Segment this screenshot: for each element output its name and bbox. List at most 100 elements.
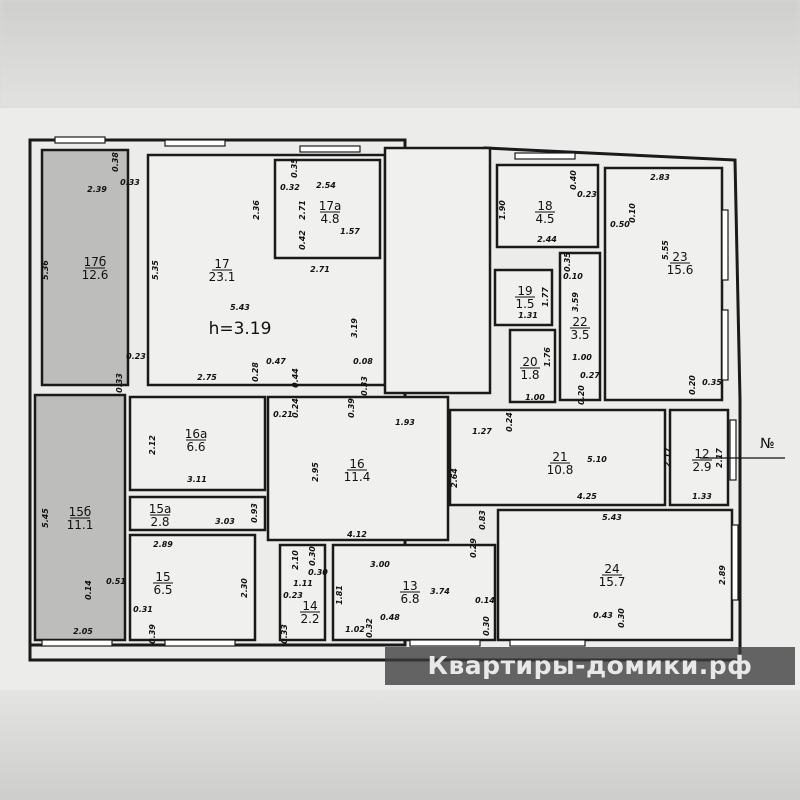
dimension-label: 0.23 <box>577 190 597 199</box>
dimension-label: 5.55 <box>661 240 670 260</box>
dimension-label: 0.10 <box>628 203 637 223</box>
room-16a <box>128 395 267 492</box>
room-17a <box>273 158 382 260</box>
dimension-label: 0.20 <box>688 375 697 395</box>
room-number: 21 <box>552 450 567 464</box>
dimension-label: 2.44 <box>537 235 557 244</box>
room-label: 191.5 <box>515 284 535 311</box>
room-number: 22 <box>572 315 587 329</box>
dimension-label: 3.19 <box>350 318 359 338</box>
room-18 <box>495 163 600 249</box>
dimension-label: 2.71 <box>310 265 330 274</box>
dimension-label: 1.93 <box>395 418 415 427</box>
dimension-label: 1.00 <box>525 393 545 402</box>
dimension-label: 0.23 <box>283 591 303 600</box>
room-number: 13 <box>402 579 417 593</box>
room-area: 1.5 <box>515 297 534 311</box>
room-area: 2.8 <box>150 515 169 529</box>
room-area: 6.6 <box>186 440 205 454</box>
room-area: 1.8 <box>520 368 539 382</box>
blurred-background-bottom <box>0 690 800 800</box>
room-area: 11.4 <box>344 470 371 484</box>
dimension-label: 0.35 <box>563 252 572 272</box>
room-15a <box>128 495 267 532</box>
room-label: 223.5 <box>570 315 590 342</box>
room-area: 4.5 <box>535 212 554 226</box>
dimension-label: 5.45 <box>41 508 50 528</box>
dimension-label: 0.33 <box>360 376 369 396</box>
dimension-label: 0.33 <box>115 373 124 393</box>
room-number: 16 <box>349 457 364 471</box>
dimension-label: 0.47 <box>266 357 286 366</box>
dimension-label: 4.25 <box>576 492 597 501</box>
window <box>41 639 113 647</box>
corridor-upper <box>383 146 492 395</box>
dimension-label: 0.14 <box>475 596 495 605</box>
dimension-label: 2.17 <box>663 447 672 467</box>
dimension-label: 0.93 <box>250 503 259 523</box>
dimension-label: 0.24 <box>505 412 514 432</box>
room-number: 16а <box>185 427 208 441</box>
room-14 <box>278 543 327 642</box>
room-20 <box>508 328 557 404</box>
room-number: 18 <box>537 199 552 213</box>
dimension-label: 2.64 <box>450 468 459 488</box>
dimension-label: 3.03 <box>215 517 235 526</box>
dimension-label: 2.12 <box>148 435 157 455</box>
dimension-label: 0.23 <box>126 352 146 361</box>
room-number: 17а <box>319 199 342 213</box>
room-label: 136.8 <box>400 579 420 606</box>
room-area: 6.8 <box>400 592 419 606</box>
dimension-label: 0.33 <box>280 624 289 644</box>
window <box>164 139 226 147</box>
dimension-label: 0.30 <box>308 546 317 566</box>
room-area: 12.6 <box>82 268 109 282</box>
room-area: 2.2 <box>300 612 319 626</box>
dimension-label: 0.83 <box>478 510 487 530</box>
window <box>299 145 361 153</box>
room-number: 15 <box>155 570 170 584</box>
room-area: 10.8 <box>547 463 574 477</box>
room-15 <box>128 533 257 642</box>
room-number: 15б <box>69 505 92 519</box>
window <box>721 309 729 381</box>
window <box>164 639 236 647</box>
room-number: 23 <box>672 250 687 264</box>
dimension-label: 2.54 <box>316 181 336 190</box>
blurred-background-top <box>0 0 800 108</box>
dimension-label: 0.30 <box>482 616 491 636</box>
room-area: 4.8 <box>320 212 339 226</box>
dimension-label: 0.24 <box>291 398 300 418</box>
dimension-label: 0.32 <box>365 618 374 638</box>
dimension-label: 5.10 <box>587 455 607 464</box>
dimension-label: 0.08 <box>353 357 373 366</box>
dimension-label: 1.90 <box>498 200 507 220</box>
room-label: 184.5 <box>535 199 555 226</box>
dimension-label: 2.83 <box>650 173 670 182</box>
dimension-label: 1.00 <box>572 353 592 362</box>
dimension-label: 2.71 <box>298 200 307 220</box>
dimension-label: 0.51 <box>106 577 126 586</box>
dimension-label: 1.27 <box>472 427 492 436</box>
watermark: Квартиры-домики.рф <box>385 647 795 685</box>
dimension-label: 3.00 <box>370 560 390 569</box>
dimension-label: 1.33 <box>692 492 712 501</box>
room-16 <box>266 395 450 542</box>
dimension-label: 0.33 <box>120 178 140 187</box>
entrance-label: № <box>760 436 775 452</box>
dimension-label: 0.14 <box>84 580 93 600</box>
dimension-label: 1.81 <box>335 585 344 605</box>
dimension-label: 0.29 <box>469 538 478 558</box>
dimension-label: 0.43 <box>593 611 613 620</box>
room-area: 23.1 <box>209 270 236 284</box>
room-number: 19 <box>517 284 532 298</box>
room-number: 14 <box>302 599 317 613</box>
dimension-label: 0.21 <box>273 410 293 419</box>
window <box>721 209 729 281</box>
